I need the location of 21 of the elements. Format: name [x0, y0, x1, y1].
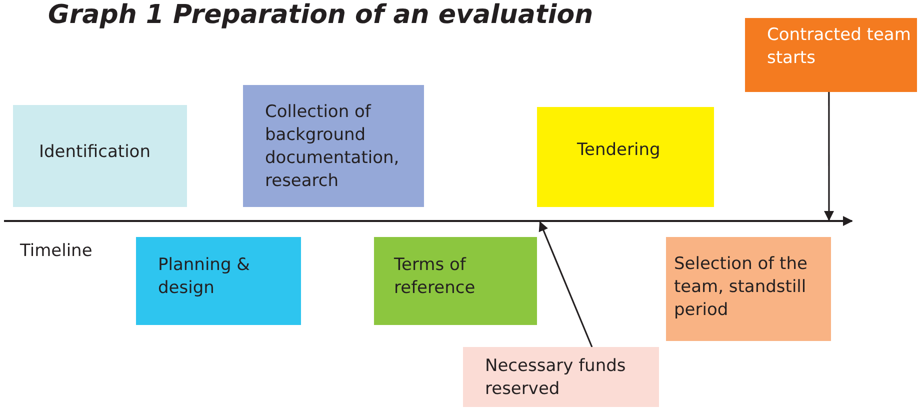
stage-box — [537, 107, 714, 207]
axis-label: Timeline — [20, 241, 92, 261]
stage-box — [463, 347, 659, 407]
stage-label: Terms of reference — [394, 254, 476, 300]
stage-label: Necessary funds reserved — [485, 355, 627, 401]
stage-label: Selection of the team, standstill period — [674, 253, 808, 322]
arrow — [538, 221, 593, 348]
stage-box — [243, 85, 424, 207]
diagram-title: Graph 1 Preparation of an evaluation — [48, 0, 594, 30]
stage-label: Identification — [39, 141, 152, 164]
stage-box — [13, 105, 187, 207]
stage-label: Collection of background documentation, research — [265, 101, 400, 193]
stage-box — [745, 18, 917, 92]
stage-label: Tendering — [577, 139, 662, 162]
stage-box — [374, 237, 537, 325]
arrow — [824, 92, 834, 221]
stage-box — [136, 237, 301, 325]
stage-box — [666, 237, 831, 341]
stage-label: Contracted team starts — [767, 24, 912, 70]
timeline-axis — [4, 216, 853, 226]
stage-label: Planning & design — [158, 254, 251, 300]
